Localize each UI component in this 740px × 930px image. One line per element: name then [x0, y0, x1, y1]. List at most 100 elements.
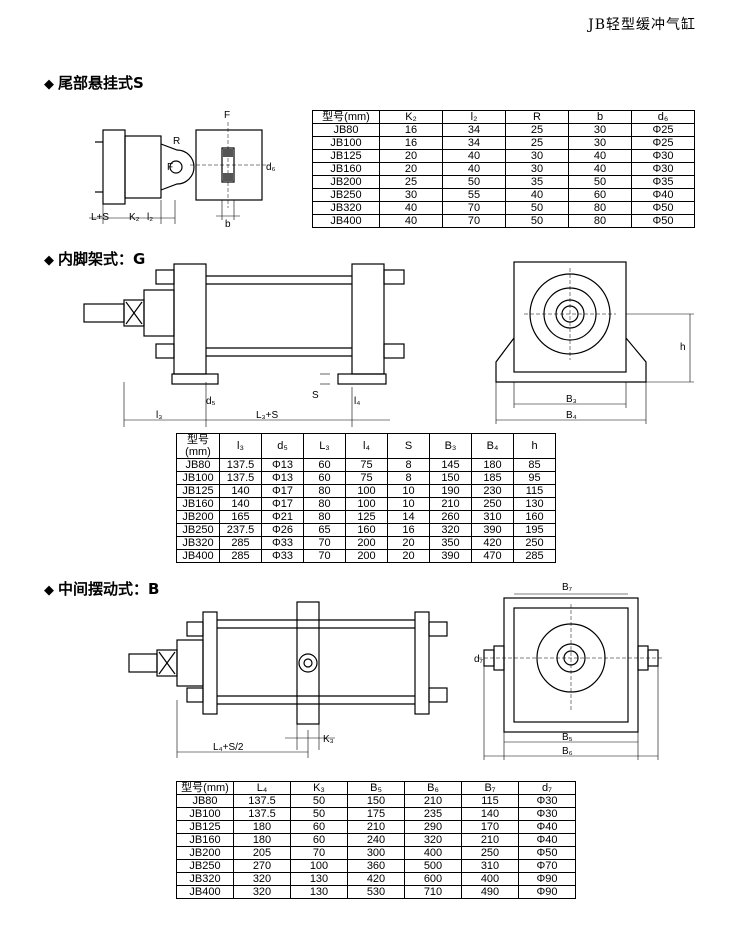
label-d5: d₅ — [206, 396, 216, 407]
value-cell: 140 — [219, 497, 262, 511]
value-cell: 310 — [461, 859, 519, 873]
diagram-g-end: h B₃ B₄ — [495, 261, 694, 424]
value-cell: 60 — [303, 471, 346, 485]
value-cell: 70 — [303, 536, 346, 550]
value-cell: Φ35 — [631, 175, 695, 189]
value-cell: 237.5 — [219, 523, 262, 537]
value-cell: 50 — [442, 175, 506, 189]
value-cell: 40 — [379, 214, 443, 228]
value-cell: 400 — [461, 872, 519, 886]
value-cell: 30 — [505, 162, 569, 176]
value-cell: 390 — [429, 549, 472, 563]
value-cell: 16 — [379, 136, 443, 150]
value-cell: 80 — [568, 201, 632, 215]
table-header: L₃ — [303, 433, 346, 459]
value-cell: 490 — [461, 885, 519, 899]
value-cell: 25 — [379, 175, 443, 189]
model-cell: JB160 — [176, 833, 234, 847]
table-header: B₅ — [347, 781, 405, 795]
value-cell: 165 — [219, 510, 262, 524]
value-cell: 60 — [290, 833, 348, 847]
value-cell: 185 — [471, 471, 514, 485]
model-cell: JB80 — [176, 794, 234, 808]
value-cell: 115 — [461, 794, 519, 808]
value-cell: 145 — [429, 458, 472, 472]
value-cell: 100 — [345, 497, 388, 511]
value-cell: 250 — [513, 536, 556, 550]
value-cell: 210 — [429, 497, 472, 511]
value-cell: 95 — [513, 471, 556, 485]
value-cell: 190 — [429, 484, 472, 498]
value-cell: 200 — [345, 536, 388, 550]
value-cell: 160 — [345, 523, 388, 537]
value-cell: 50 — [505, 214, 569, 228]
value-cell: 80 — [568, 214, 632, 228]
value-cell: 140 — [461, 807, 519, 821]
value-cell: 20 — [379, 162, 443, 176]
value-cell: 470 — [471, 549, 514, 563]
value-cell: 65 — [303, 523, 346, 537]
value-cell: 310 — [471, 510, 514, 524]
table-header: d₆ — [631, 110, 695, 124]
value-cell: 240 — [347, 833, 405, 847]
table-header: d₅ — [261, 433, 304, 459]
value-cell: 250 — [461, 846, 519, 860]
table-header: h — [513, 433, 556, 459]
value-cell: 40 — [505, 188, 569, 202]
value-cell: 60 — [290, 820, 348, 834]
model-cell: JB125 — [312, 149, 380, 163]
value-cell: Φ25 — [631, 123, 695, 137]
value-cell: Φ70 — [518, 859, 576, 873]
model-cell: JB250 — [176, 523, 220, 537]
model-cell: JB125 — [176, 820, 234, 834]
value-cell: 55 — [442, 188, 506, 202]
value-cell: 35 — [505, 175, 569, 189]
value-cell: 16 — [387, 523, 430, 537]
value-cell: Φ13 — [261, 458, 304, 472]
value-cell: 50 — [290, 794, 348, 808]
label-R: R — [173, 136, 180, 147]
value-cell: 100 — [290, 859, 348, 873]
value-cell: 210 — [404, 794, 462, 808]
value-cell: Φ17 — [261, 497, 304, 511]
value-cell: 70 — [290, 846, 348, 860]
value-cell: 180 — [471, 458, 514, 472]
section-marker: ◆ — [44, 77, 54, 92]
value-cell: 320 — [429, 523, 472, 537]
label-l4: l₄ — [354, 396, 360, 407]
label-L4S2: L₄+S/2 — [213, 742, 244, 753]
value-cell: 205 — [233, 846, 291, 860]
table-header: d₇ — [518, 781, 576, 795]
value-cell: Φ30 — [518, 794, 576, 808]
value-cell: 285 — [513, 549, 556, 563]
value-cell: 710 — [404, 885, 462, 899]
value-cell: 50 — [568, 175, 632, 189]
section-title-b: ◆中间摆动式：B — [44, 578, 159, 599]
value-cell: Φ33 — [261, 536, 304, 550]
value-cell: 285 — [219, 536, 262, 550]
model-cell: JB200 — [312, 175, 380, 189]
value-cell: Φ40 — [518, 820, 576, 834]
value-cell: 40 — [568, 149, 632, 163]
value-cell: 285 — [219, 549, 262, 563]
table-header: l₂ — [442, 110, 506, 124]
diagram-s-side: R L+S K₂ l₂ F — [89, 129, 195, 224]
value-cell: 150 — [347, 794, 405, 808]
value-cell: Φ90 — [518, 872, 576, 886]
value-cell: Φ21 — [261, 510, 304, 524]
value-cell: 20 — [387, 549, 430, 563]
label-B5: B₅ — [562, 732, 573, 743]
